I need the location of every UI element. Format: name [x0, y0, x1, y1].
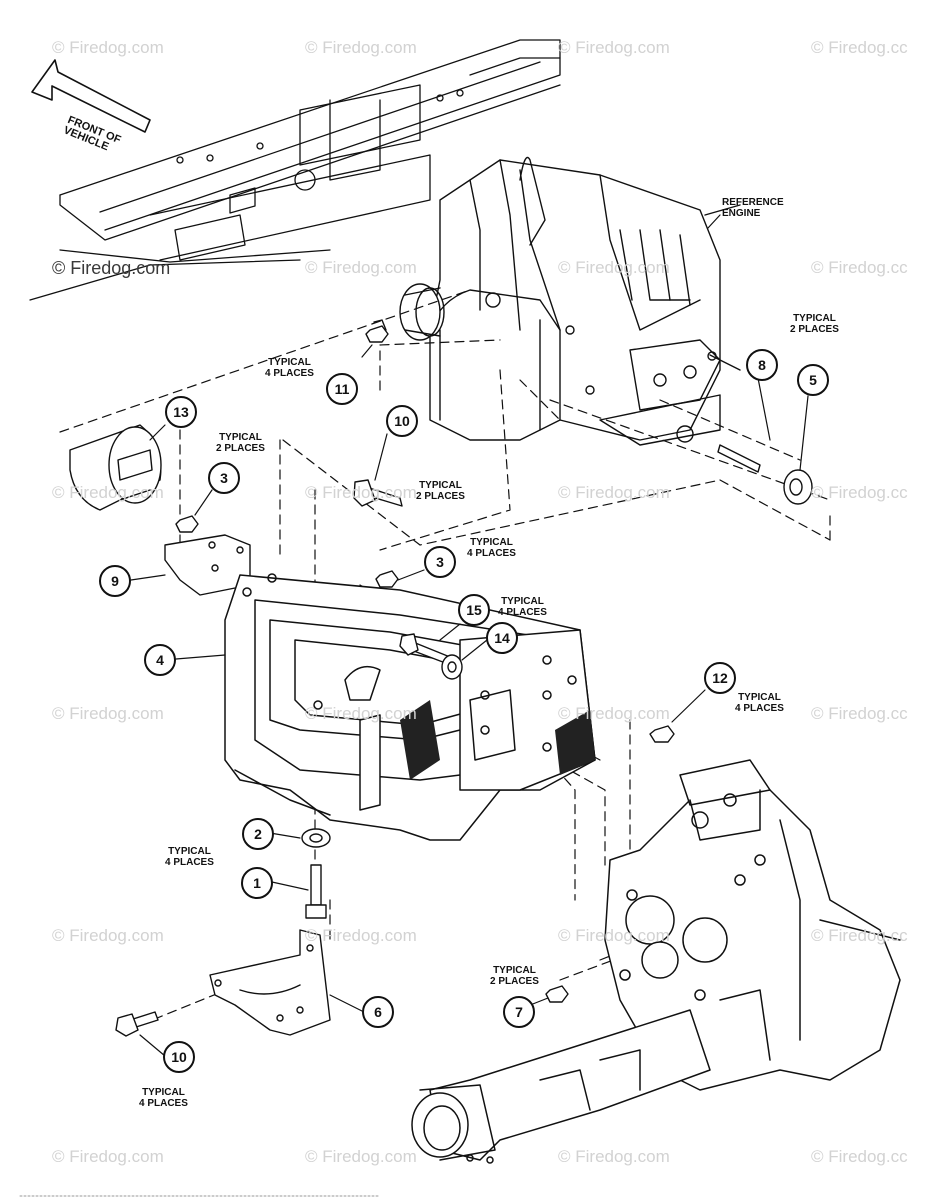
callout-3: 3: [424, 546, 456, 578]
watermark: © Firedog.com: [305, 926, 417, 945]
watermark: © Firedog.com: [558, 258, 670, 277]
callout-1: 1: [241, 867, 273, 899]
watermark: © Firedog.com: [558, 926, 670, 945]
note-typical-4-places: TYPICAL 4 PLACES: [139, 1087, 188, 1109]
note-typical-4-places: TYPICAL 4 PLACES: [735, 692, 784, 714]
part-10-bolt-upper: [353, 479, 403, 507]
reference-engine: [399, 156, 741, 446]
callout-11: 11: [326, 373, 358, 405]
watermark: © Firedog.com: [52, 258, 171, 278]
part-8-stud: [717, 444, 761, 473]
callout-5: 5: [797, 364, 829, 396]
note-typical-4-places: TYPICAL 4 PLACES: [467, 537, 516, 559]
part-11-nut: [365, 325, 389, 343]
note-typical-4-places: TYPICAL 4 PLACES: [165, 846, 214, 868]
part-13-mount: [69, 424, 162, 511]
watermark: © Firedog.com: [305, 258, 417, 277]
part-9-bracket: [164, 534, 251, 596]
part-7-nut: [545, 985, 569, 1003]
watermark: © Firedog.cc: [811, 38, 908, 57]
part-6-bracket: [209, 929, 331, 1036]
front-arrow: [31, 59, 151, 133]
note-typical-4-places: TYPICAL 4 PLACES: [498, 596, 547, 618]
callout-2: 2: [242, 818, 274, 850]
note-typical-4-places: TYPICAL 4 PLACES: [265, 357, 314, 379]
watermark: © Firedog.cc: [811, 1147, 908, 1166]
callout-12: 12: [704, 662, 736, 694]
part-14-washer: [441, 654, 463, 680]
watermark: © Firedog.com: [52, 38, 164, 57]
watermark: © Firedog.com: [305, 483, 417, 502]
callout-15: 15: [458, 594, 490, 626]
note-typical-2-places: TYPICAL 2 PLACES: [490, 965, 539, 987]
watermark: © Firedog.com: [52, 483, 164, 502]
watermark: © Firedog.cc: [811, 926, 908, 945]
vehicle-frame: [29, 39, 561, 301]
watermark: © Firedog.cc: [811, 258, 908, 277]
part-10-bolt-lower: [115, 1011, 159, 1037]
watermark: © Firedog.com: [558, 704, 670, 723]
watermark: © Firedog.cc: [811, 483, 908, 502]
part-12-nut: [649, 725, 675, 743]
callout-14: 14: [486, 622, 518, 654]
part-3-nut-b: [375, 570, 399, 588]
watermark: © Firedog.com: [305, 704, 417, 723]
callout-8: 8: [746, 349, 778, 381]
callout-3: 3: [208, 462, 240, 494]
note-typical-2-places: TYPICAL 2 PLACES: [416, 480, 465, 502]
callout-10: 10: [386, 405, 418, 437]
callout-13: 13: [165, 396, 197, 428]
callout-9: 9: [99, 565, 131, 597]
watermark: © Firedog.com: [558, 38, 670, 57]
watermark: © Firedog.com: [52, 704, 164, 723]
callout-4: 4: [144, 644, 176, 676]
part-1-bolt: [305, 864, 327, 919]
part-2-washer: [301, 828, 331, 848]
watermark: © Firedog.com: [558, 1147, 670, 1166]
callout-leaders: [130, 344, 809, 1057]
transaxle: [411, 759, 901, 1164]
watermark: © Firedog.com: [305, 38, 417, 57]
watermark: © Firedog.com: [52, 1147, 164, 1166]
watermark: © Firedog.com: [305, 1147, 417, 1166]
part-3-nut-a: [175, 515, 199, 533]
watermark: © Firedog.com: [52, 926, 164, 945]
reference-engine-label: REFERENCE ENGINE: [722, 197, 784, 219]
watermark: © Firedog.com: [558, 483, 670, 502]
note-typical-2-places: TYPICAL 2 PLACES: [216, 432, 265, 454]
callout-10: 10: [163, 1041, 195, 1073]
callout-7: 7: [503, 996, 535, 1028]
watermark: © Firedog.cc: [811, 704, 908, 723]
callout-6: 6: [362, 996, 394, 1028]
note-typical-2-places: TYPICAL 2 PLACES: [790, 313, 839, 335]
